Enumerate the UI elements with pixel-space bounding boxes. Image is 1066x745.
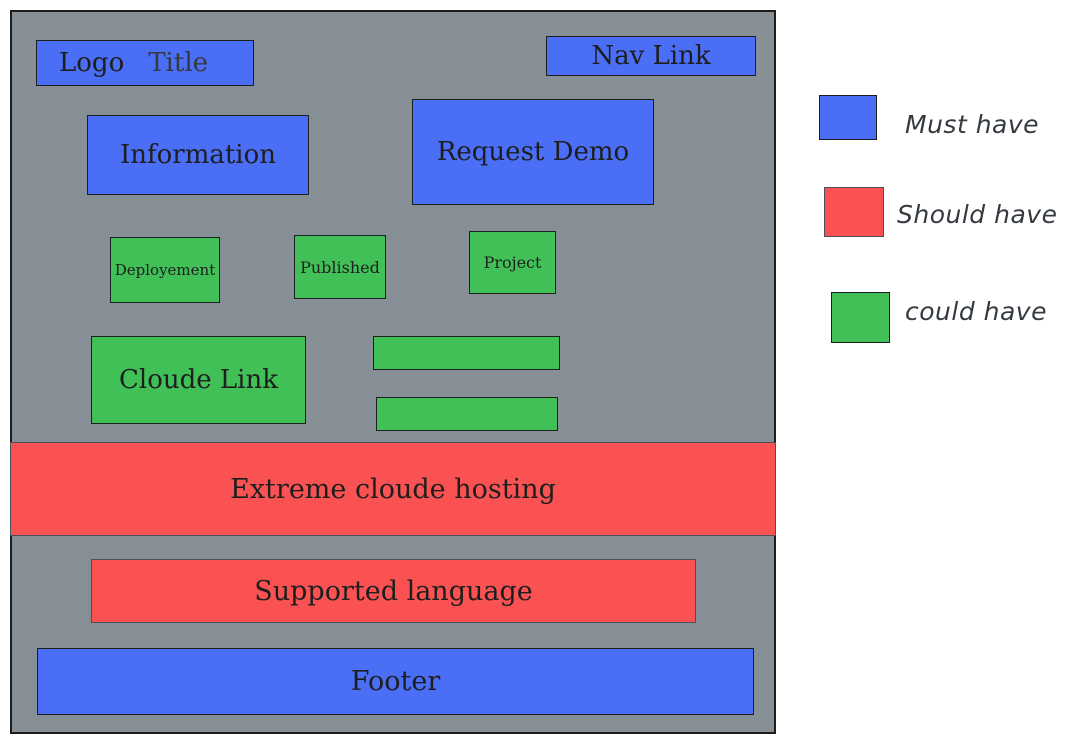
footer-label: Footer [350,666,441,697]
green-bar-top [373,336,560,370]
legend-label-could: could have [905,297,1047,326]
legend-swatch-must [819,95,877,140]
request-demo-box: Request Demo [412,99,654,205]
nav-link-label: Nav Link [591,41,711,71]
published-label: Published [300,257,380,277]
request-demo-label: Request Demo [436,137,630,167]
green-bar-bottom [376,397,558,431]
published-box: Published [294,235,386,299]
information-box: Information [87,115,309,195]
project-label: Project [483,253,542,272]
legend-swatch-should [824,187,884,237]
cloude-link-box: Cloude Link [91,336,306,424]
legend-label-should: Should have [897,200,1058,229]
supported-language-label: Supported language [254,575,533,607]
extreme-hosting-label: Extreme cloude hosting [230,473,556,505]
legend-swatch-could [831,292,890,343]
deployement-box: Deployement [110,237,220,303]
supported-language-box: Supported language [91,559,696,623]
footer-box: Footer [37,648,754,715]
logo-title-box: Logo Title [36,40,254,86]
title-text: Title [148,48,209,78]
project-box: Project [469,231,556,294]
legend-label-must: Must have [905,110,1040,139]
deployement-label: Deployement [114,261,216,279]
information-label: Information [119,140,277,170]
cloude-link-label: Cloude Link [119,365,278,395]
logo-text: Logo [59,48,125,78]
extreme-hosting-banner: Extreme cloude hosting [10,442,776,536]
nav-link-box: Nav Link [546,36,756,76]
